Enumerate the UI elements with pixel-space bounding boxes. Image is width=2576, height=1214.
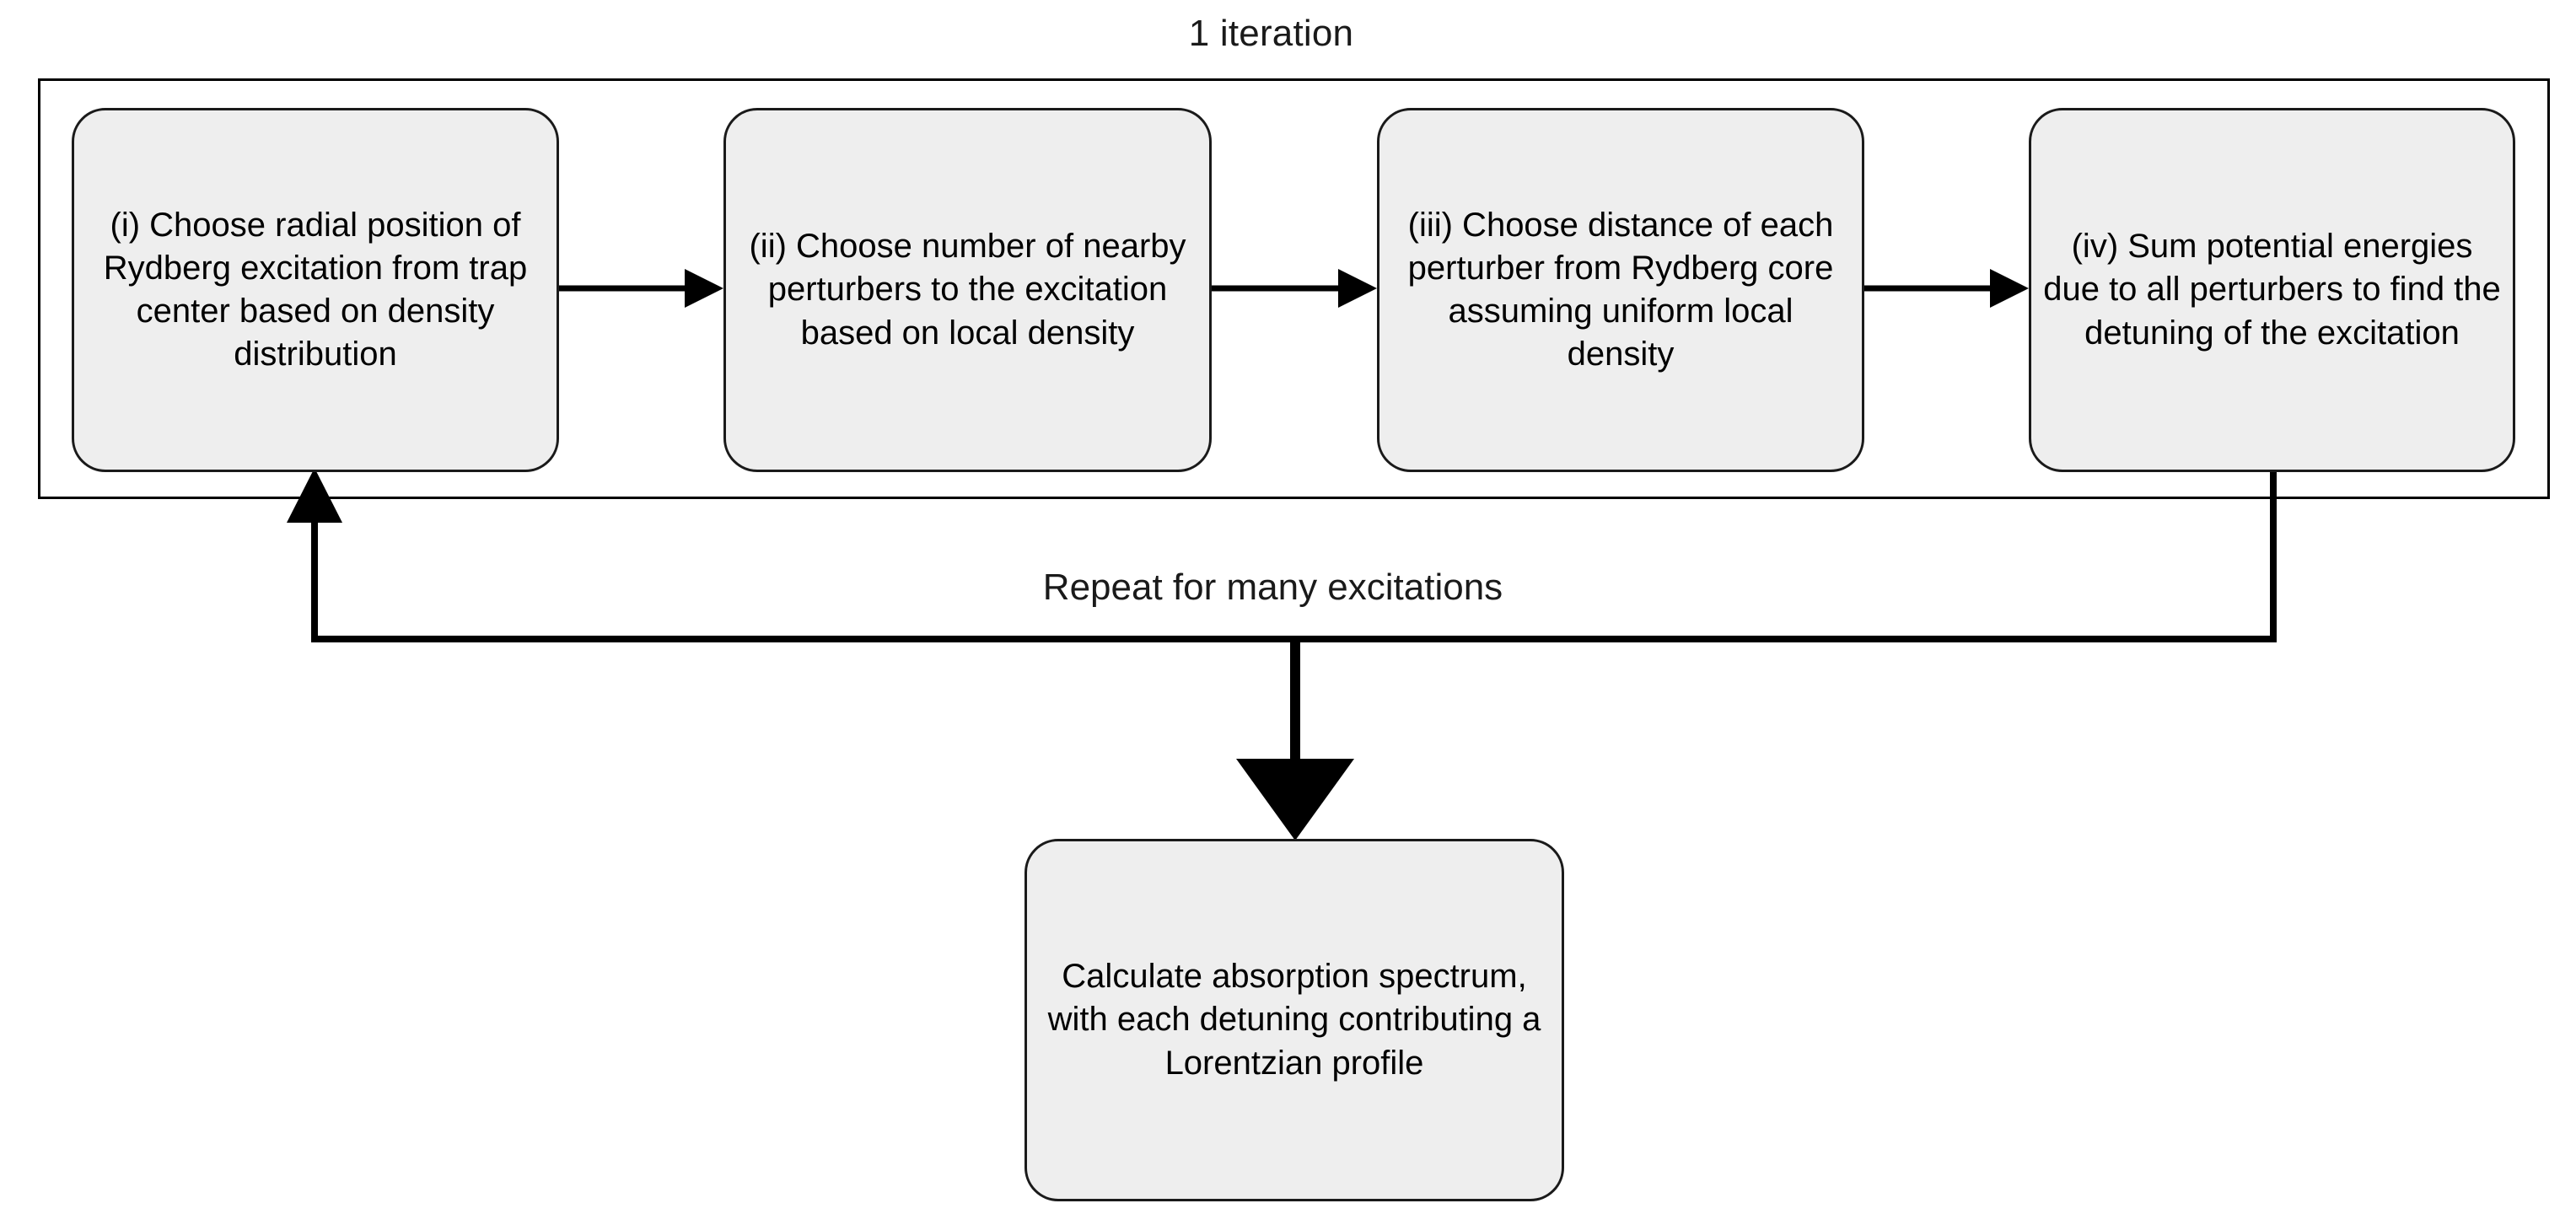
step-box-ii[interactable]: (ii) Choose number of nearby perturbers … bbox=[723, 108, 1212, 472]
step-box-iv[interactable]: (iv) Sum potential energies due to all p… bbox=[2029, 108, 2515, 472]
iteration-title-text: 1 iteration bbox=[1188, 13, 1354, 54]
step-box-i-label: (i) Choose radial position of Rydberg ex… bbox=[103, 206, 528, 373]
loop-label: Repeat for many excitations bbox=[0, 567, 2576, 609]
output-box-spectrum-label: Calculate absorption spectrum, with each… bbox=[1047, 958, 1541, 1082]
arrow-to-output bbox=[1236, 639, 1354, 841]
step-box-i[interactable]: (i) Choose radial position of Rydberg ex… bbox=[72, 108, 559, 472]
iteration-title: 1 iteration bbox=[0, 15, 2576, 52]
step-box-ii-label: (ii) Choose number of nearby perturbers … bbox=[749, 228, 1186, 352]
output-box-spectrum[interactable]: Calculate absorption spectrum, with each… bbox=[1024, 839, 1564, 1201]
step-box-iii[interactable]: (iii) Choose distance of each perturber … bbox=[1377, 108, 1864, 472]
step-box-iii-label: (iii) Choose distance of each perturber … bbox=[1407, 206, 1834, 373]
loop-label-text: Repeat for many excitations bbox=[1042, 567, 1503, 608]
step-box-iv-label: (iv) Sum potential energies due to all p… bbox=[2043, 228, 2501, 352]
